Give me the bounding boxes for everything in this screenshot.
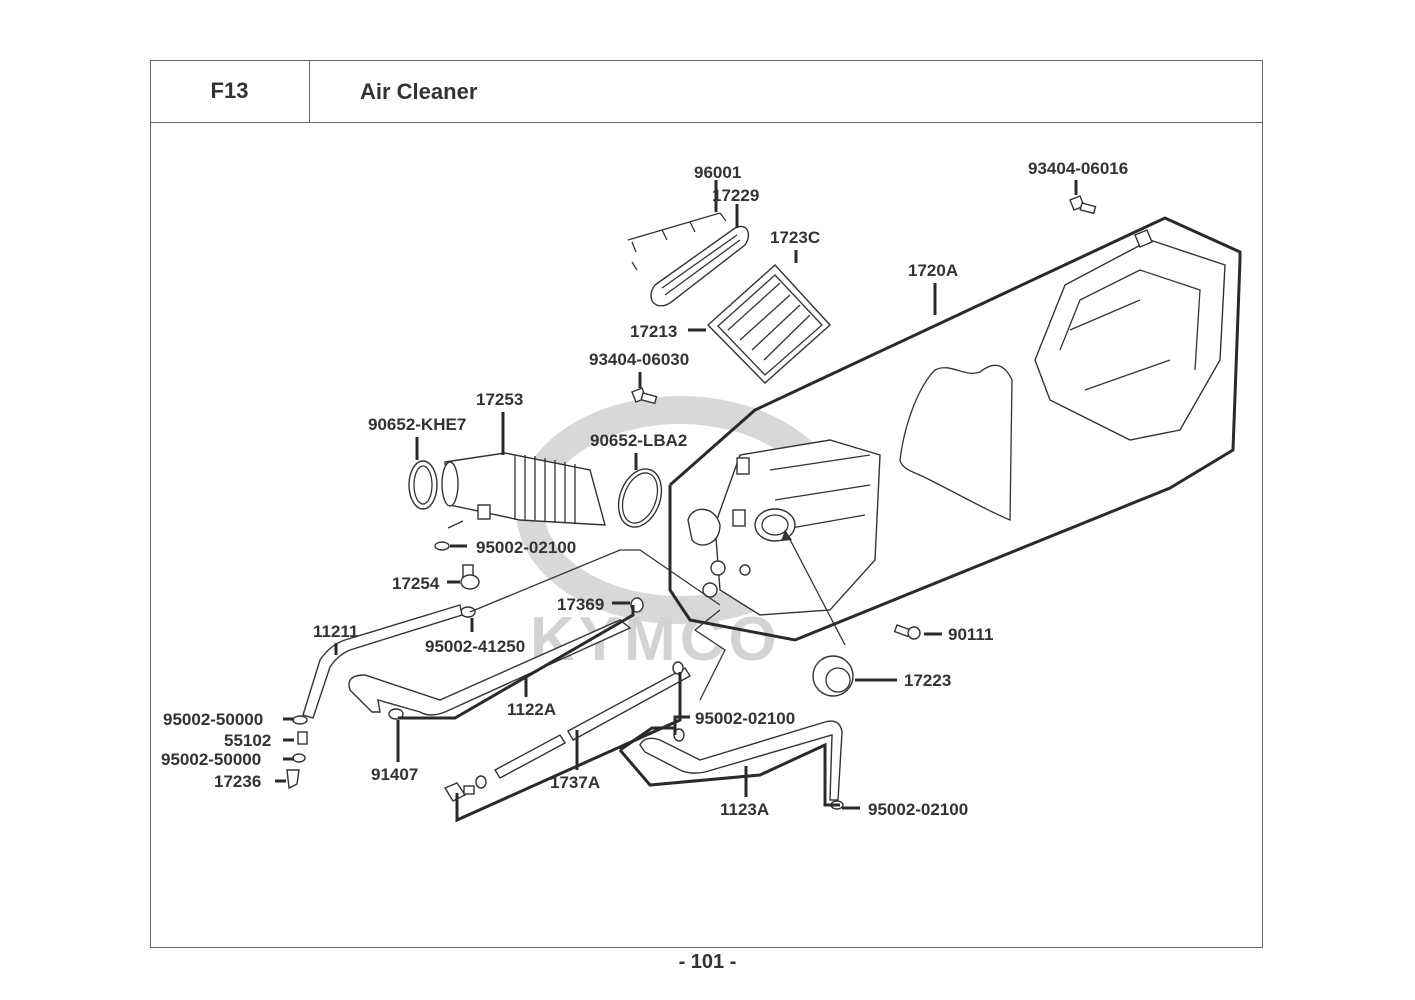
hose-clip-1737-lower <box>475 775 487 789</box>
callout-17213: 17213 <box>630 322 677 341</box>
leader-lines <box>275 180 1078 823</box>
callout-17223: 17223 <box>904 671 951 690</box>
callout-17229: 17229 <box>712 186 759 205</box>
joint-55102 <box>297 731 308 745</box>
outlet-pointer-arrow <box>781 530 792 541</box>
callout-17254: 17254 <box>392 574 440 593</box>
hose-11211 <box>302 604 463 719</box>
callout-93404-06030: 93404-06030 <box>589 350 689 369</box>
element-cover-plate <box>650 225 750 307</box>
callout-95002-02100-b: 95002-02100 <box>695 709 795 728</box>
clip-set <box>627 212 727 271</box>
page-title: Air Cleaner <box>360 78 478 104</box>
airbox-seal-gasket <box>899 364 1013 521</box>
callout-1720A: 1720A <box>908 261 958 280</box>
page-number: - 101 - <box>678 951 737 973</box>
outlet-pointer-line <box>784 529 846 646</box>
hose-clip-41250 <box>460 606 476 618</box>
section-code: F13 <box>150 60 310 123</box>
callout-1723C: 1723C <box>770 228 820 247</box>
clamp-50000-b <box>292 753 306 763</box>
callout-1123A: 1123A <box>720 800 769 819</box>
callout-1122A: 1122A <box>507 700 556 719</box>
hose-1737A-lower <box>494 734 566 779</box>
header-divider <box>310 122 1263 123</box>
hose-clip <box>434 541 450 551</box>
intake-duct <box>441 452 606 526</box>
hose-1123A <box>639 720 843 801</box>
callout-17236: 17236 <box>214 772 261 791</box>
watermark-text: KYMCO <box>530 605 781 674</box>
callout-93404-06016: 93404-06016 <box>1028 159 1128 178</box>
callout-95002-02100-a: 95002-02100 <box>476 538 576 557</box>
bolt-90111 <box>893 624 921 640</box>
callout-96001: 96001 <box>694 163 741 182</box>
callout-90111: 90111 <box>948 625 993 644</box>
drain-plug-17254 <box>460 564 480 590</box>
bolt-93404-06030 <box>631 387 658 405</box>
hose-1122A <box>348 619 632 716</box>
filter-element <box>706 264 831 384</box>
airbox-group-outline <box>668 216 1242 642</box>
clamp-ring-khe7-inner <box>413 465 433 505</box>
callout-95002-50000-b: 95002-50000 <box>161 750 261 769</box>
funnel-17223-inner <box>825 667 851 693</box>
check-valve-17236 <box>286 769 300 790</box>
bolt-93404-06016 <box>1069 195 1097 215</box>
clamp-50000-a <box>292 715 308 725</box>
callout-95002-41250: 95002-41250 <box>425 637 525 656</box>
callout-labels: 96001 17229 1723C 93404-06016 1720A 1721… <box>161 159 1128 819</box>
callout-11211: 11211 <box>313 622 358 641</box>
callout-95002-50000-a: 95002-50000 <box>163 710 263 729</box>
hose-1737A-upper <box>567 667 691 741</box>
callout-91407: 91407 <box>371 765 418 784</box>
hose-clip-1737 <box>672 661 684 675</box>
funnel-17223 <box>812 655 854 697</box>
clamp-ring-lba2-inner <box>621 472 659 524</box>
callout-90652-KHE7: 90652-KHE7 <box>368 415 466 434</box>
callout-90652-LBA2: 90652-LBA2 <box>590 431 687 450</box>
clamp-ring-khe7 <box>408 460 438 510</box>
airbox-upper-case <box>1034 229 1226 441</box>
drain-fitting <box>443 782 475 802</box>
callout-17369: 17369 <box>557 595 604 614</box>
callout-55102: 55102 <box>224 731 271 750</box>
callout-95002-02100-c: 95002-02100 <box>868 800 968 819</box>
callout-17253: 17253 <box>476 390 523 409</box>
callout-1737A: 1737A <box>550 773 600 792</box>
airbox-lower-case <box>687 439 881 616</box>
diagram-frame <box>150 60 1263 948</box>
